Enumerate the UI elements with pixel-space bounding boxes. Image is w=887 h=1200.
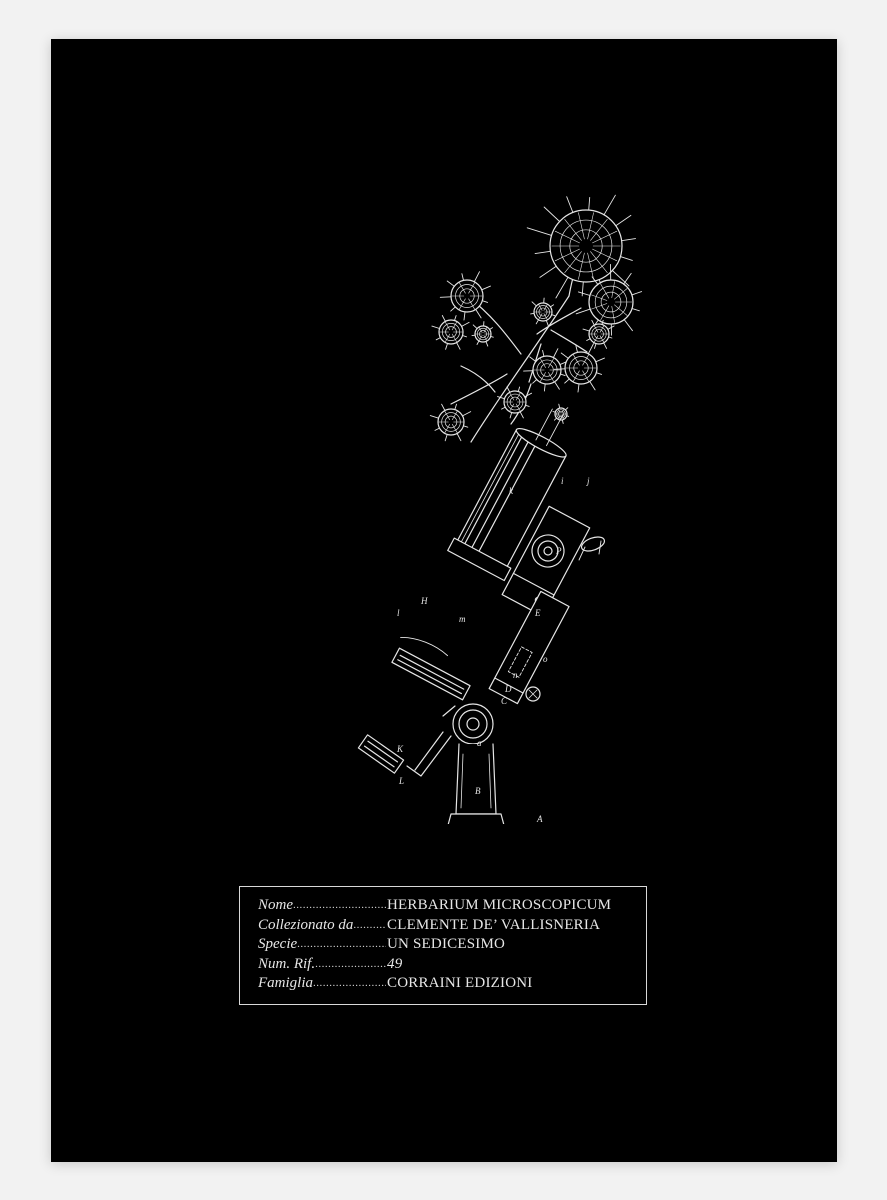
radiolarian-flower: [575, 263, 643, 336]
radiolarian-flower: [431, 315, 470, 350]
label-value: CORRAINI EDIZIONI: [387, 975, 533, 992]
microscope: [357, 408, 606, 824]
illustration-letter-marks: k i j P E H m l o D C n a B A K L: [396, 476, 590, 824]
label-key: Specie: [258, 935, 386, 955]
svg-text:A: A: [536, 814, 543, 824]
radiolarian-flower: [526, 194, 636, 299]
microscope-flower-illustration: k i j P E H m l o D C n a B A K L: [357, 194, 643, 824]
radiolarian-flower: [471, 321, 494, 347]
radiolarian-flower: [429, 403, 472, 442]
radiolarian-flower: [530, 297, 556, 327]
svg-text:H: H: [420, 596, 428, 606]
label-value: UN SEDICESIMO: [387, 936, 506, 953]
label-value: CLEMENTE DE’ VALLISNERIA: [387, 916, 601, 933]
book-cover: k i j P E H m l o D C n a B A K L Nome: [51, 39, 837, 1162]
svg-text:o: o: [543, 654, 548, 664]
label-key: Collezionato da: [258, 916, 386, 936]
label-value: 49: [387, 955, 403, 972]
label-row-collezionato: Collezionato da CLEMENTE DE’ VALLISNERIA: [258, 916, 646, 936]
label-row-specie: Specie UN SEDICESIMO: [258, 935, 646, 955]
svg-text:D: D: [504, 684, 512, 694]
radiolarian-flower: [553, 343, 605, 393]
radiolarian-flower: [497, 386, 533, 419]
radiolarian-flower: [523, 348, 568, 392]
radiolarian-flower: [582, 319, 615, 349]
svg-text:n: n: [513, 670, 518, 680]
svg-text:l: l: [397, 608, 400, 618]
label-row-num-rif: Num. Rif. 49: [258, 955, 646, 975]
flower-heads: [429, 194, 643, 442]
label-value: HERBARIUM MICROSCOPICUM: [387, 897, 612, 913]
svg-text:E: E: [534, 608, 541, 618]
svg-text:B: B: [475, 786, 481, 796]
svg-text:P: P: [555, 546, 562, 556]
label-key: Nome: [258, 896, 386, 916]
svg-text:i: i: [561, 476, 564, 486]
label-row-famiglia: Famiglia CORRAINI EDIZIONI: [258, 974, 646, 994]
svg-text:k: k: [509, 486, 514, 496]
radiolarian-flower: [552, 403, 570, 424]
label-row-nome: Nome HERBARIUM MICROSCOPICUM: [258, 896, 646, 916]
svg-text:C: C: [501, 696, 508, 706]
radiolarian-flower: [439, 271, 491, 321]
svg-text:K: K: [396, 744, 404, 754]
svg-text:a: a: [477, 738, 482, 748]
label-key: Famiglia: [258, 974, 386, 994]
svg-text:L: L: [398, 776, 404, 786]
label-key: Num. Rif.: [258, 955, 386, 975]
svg-text:m: m: [459, 614, 466, 624]
svg-text:j: j: [586, 476, 590, 486]
specimen-label: Nome HERBARIUM MICROSCOPICUM Collezionat…: [239, 886, 647, 1005]
